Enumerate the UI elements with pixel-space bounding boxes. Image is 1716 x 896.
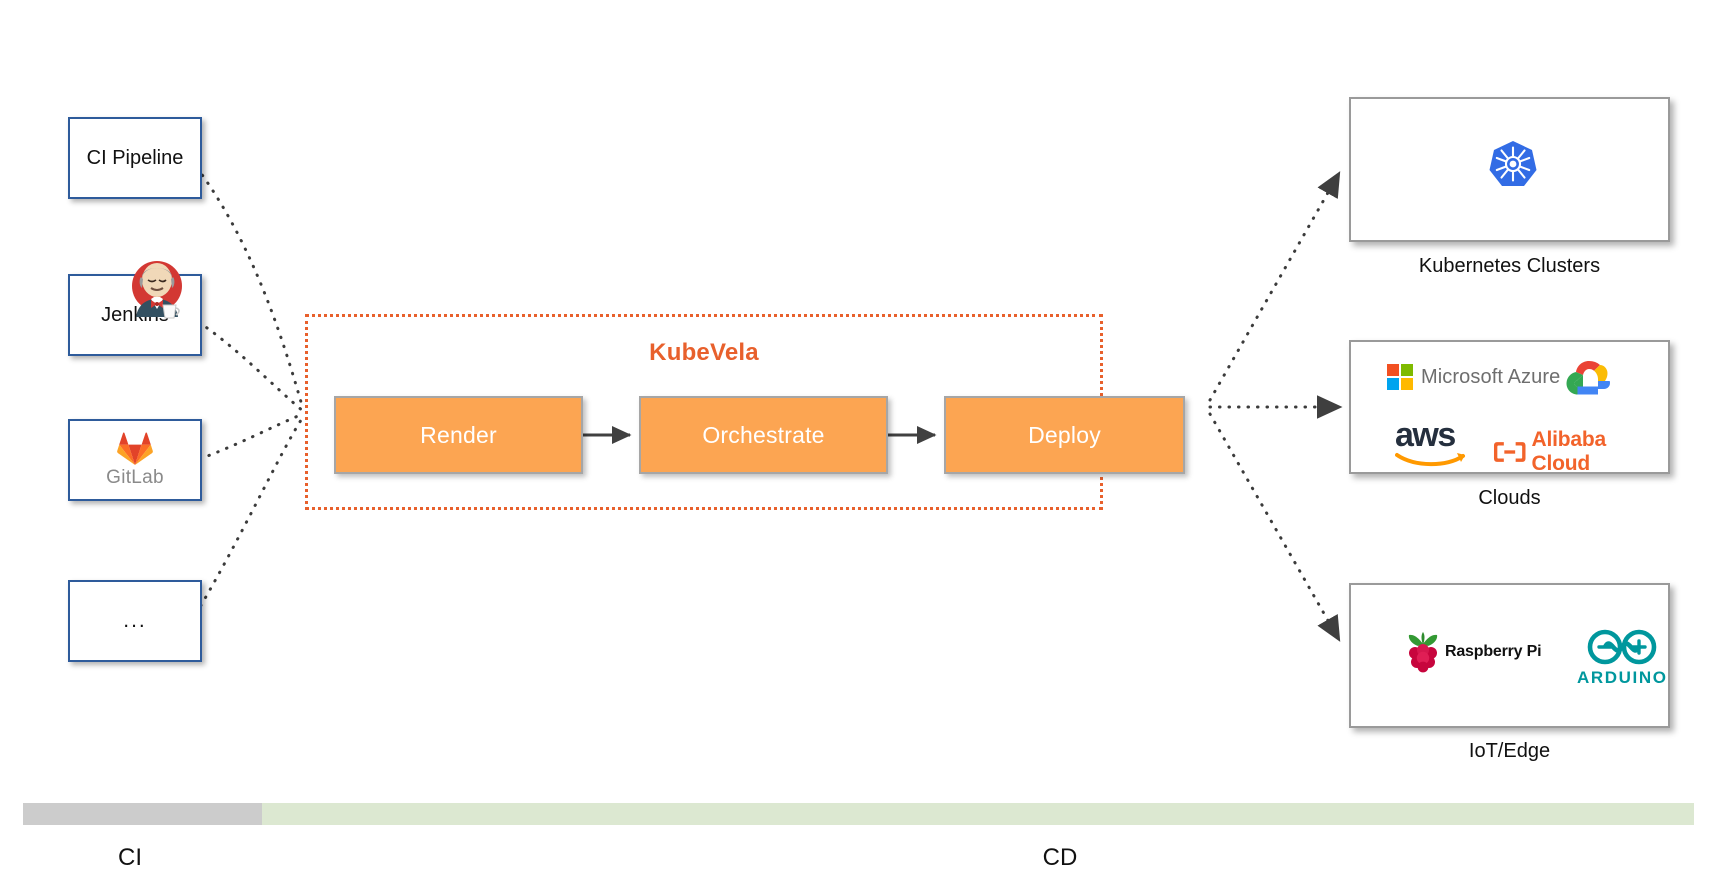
source-label-gitlab: GitLab [106,466,164,488]
target-caption-iot-edge: IoT/Edge [1468,740,1551,762]
source-box-more[interactable]: ... [68,580,202,662]
microsoft-azure-logo-group: Microsoft Azure [1387,364,1560,390]
arduino-icon [1587,629,1657,665]
edge-ci-pipeline-to-kubevela [189,158,305,411]
aws-smile-icon [1395,452,1465,466]
alibaba-cloud-label: Alibaba Cloud [1531,428,1606,475]
source-box-gitlab[interactable]: GitLab [68,419,202,501]
phase-bar-cd [262,803,1694,825]
microsoft-azure-icon [1387,364,1413,390]
target-caption-clouds: Clouds [1478,487,1541,509]
stage-label-deploy: Deploy [1028,421,1101,448]
raspberry-pi-icon [1408,632,1438,673]
phase-label-ci: CI [118,844,142,871]
kubevela-title: KubeVela [649,339,759,366]
edge-gitlab-to-kubevela [189,412,305,464]
stage-label-render: Render [420,421,497,448]
stage-box-render[interactable]: Render [334,396,583,474]
edge-jenkins-to-kubevela [189,315,305,413]
microsoft-azure-label: Microsoft Azure [1421,365,1561,388]
edge-kubevela-to-iot-edge [1208,412,1341,642]
jenkins-butler-icon [132,261,182,319]
raspberry-pi-label: Raspberry Pi [1445,643,1542,660]
stage-box-deploy[interactable]: Deploy [944,396,1185,474]
aws-label: aws [1395,416,1456,454]
gitlab-logo-group: GitLab [106,431,164,489]
phase-bar-ci [23,803,262,825]
target-box-iot-edge[interactable]: Raspberry Pi ARDUINO [1349,583,1670,728]
gitlab-fox-icon [117,431,153,465]
stage-label-orchestrate: Orchestrate [702,421,825,448]
source-box-ci-pipeline[interactable]: CI Pipeline [68,117,202,199]
alibaba-cloud-icon [1493,442,1526,462]
edge-more-to-kubevela [189,415,305,624]
source-label-more: ... [123,609,147,633]
target-caption-kubernetes-clusters: Kubernetes Clusters [1418,255,1601,277]
stage-box-orchestrate[interactable]: Orchestrate [639,396,888,474]
arduino-logo-group: ARDUINO [1577,627,1668,688]
source-label-ci-pipeline: CI Pipeline [86,147,184,169]
alibaba-cloud-logo-group: Alibaba Cloud [1493,428,1668,476]
aws-logo-group: aws [1395,416,1467,467]
target-box-clouds[interactable]: Microsoft Azure aws Aliba [1349,340,1670,476]
phase-label-cd: CD [1042,844,1078,871]
google-cloud-icon [1566,361,1610,395]
target-box-kubernetes-clusters[interactable] [1349,97,1670,242]
kubernetes-icon [1489,141,1537,186]
arduino-label: ARDUINO [1577,668,1668,687]
edge-kubevela-to-kubernetes [1208,171,1341,402]
raspberry-pi-logo-group: Raspberry Pi [1403,631,1542,673]
